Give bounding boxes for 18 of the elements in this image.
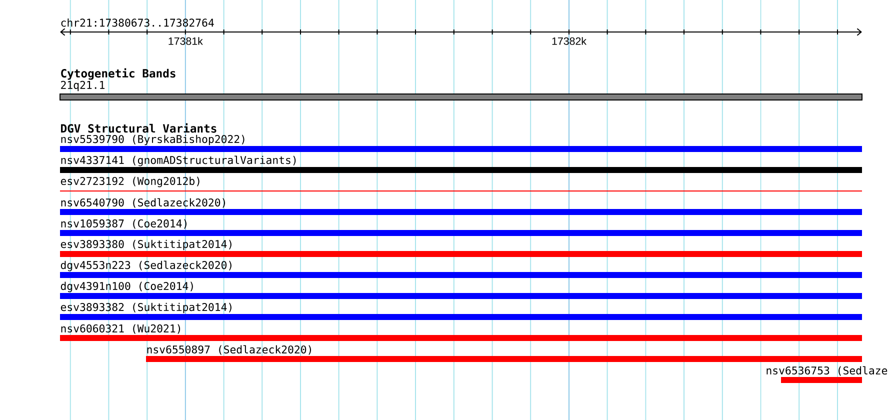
variant-label: nsv5539790 (ByrskaBishop2022): [61, 134, 244, 146]
band-label: 21q21.1: [61, 80, 104, 92]
variant-label: dgv4391n100 (Coe2014): [60, 282, 193, 292]
variant-label: dgv4553n223 (Sedlazeck2020): [60, 260, 232, 272]
track-heading: Cytogenetic Bands: [61, 68, 176, 80]
variant-label: nsv4337141 (gnomADStructuralVariants): [61, 156, 296, 166]
variant-label: nsv6550897 (Sedlazeck2020): [147, 345, 311, 355]
variant-label: esv3893382 (Suktitipat2014): [60, 302, 232, 314]
variant-label: esv2723192 (Wong2012b): [60, 176, 200, 188]
variant-label: nsv6540790 (Sedlazeck2020): [61, 198, 225, 208]
track-title: chr21:17380673..17382764: [61, 18, 214, 27]
variant-label: nsv6060321 (Wu2021): [61, 324, 180, 334]
variant-label: esv3893380 (Suktitipat2014): [60, 240, 232, 250]
tick-label: 17381k: [168, 37, 203, 45]
variant-label: nsv1059387 (Coe2014): [61, 219, 186, 229]
track-heading: DGV Structural Variants: [61, 123, 216, 133]
variant-label: nsv6536753 (Sedlaze: [766, 366, 888, 376]
tick-label: 17382k: [552, 37, 586, 45]
